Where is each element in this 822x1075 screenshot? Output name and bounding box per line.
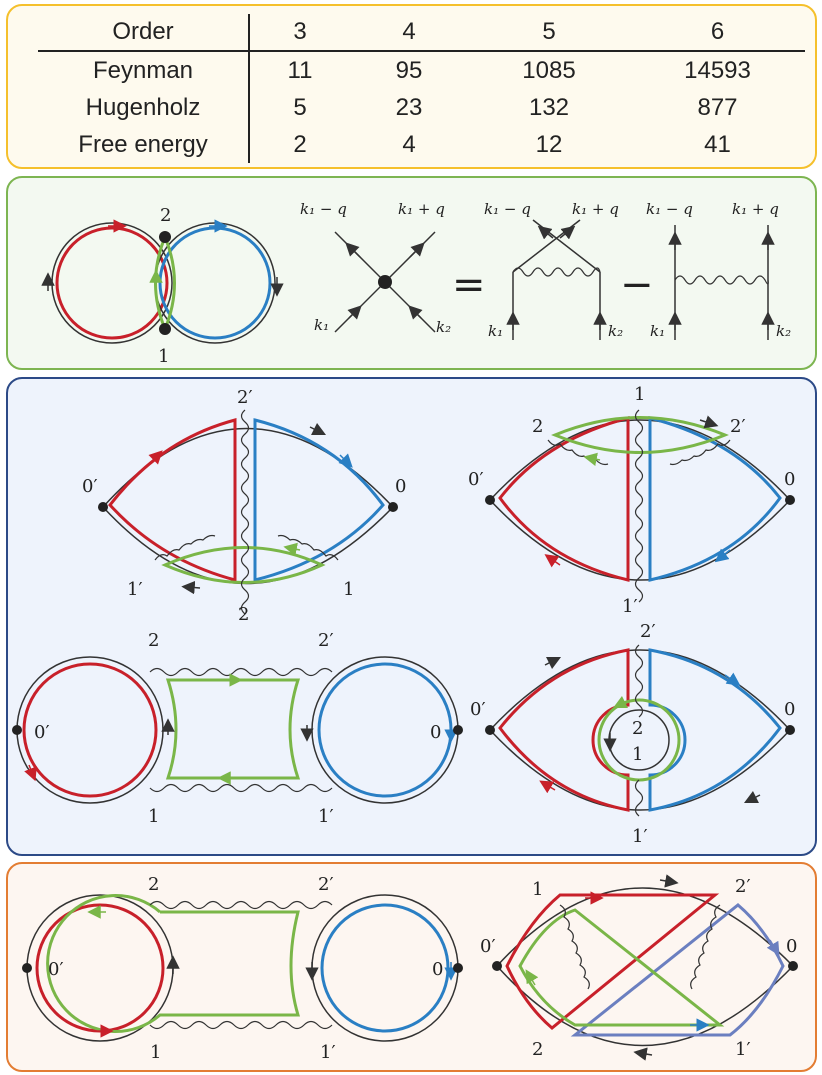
vertex-label: 2′ — [318, 874, 334, 895]
minus-sign: − — [620, 262, 654, 308]
header-order-3: 3 — [249, 14, 350, 52]
vertex-label: 1 — [632, 744, 643, 765]
vertex-label: 1′ — [320, 1042, 336, 1063]
vertex-label: 2′ — [730, 416, 746, 437]
header-order-5: 5 — [468, 14, 630, 52]
vertex-label: 2 — [532, 1039, 543, 1060]
table-cell: 11 — [287, 56, 313, 84]
vertex-label: 0′ — [480, 936, 496, 957]
vertex-label: 1 — [158, 346, 169, 367]
vertex-label: 2 — [148, 874, 159, 895]
vertex-label: 1′ — [318, 806, 334, 827]
table-cell: 14593 — [684, 56, 751, 84]
vertex-panel — [6, 176, 817, 370]
vertex-label: 1 — [343, 579, 354, 600]
momentum-label: k₁ + q — [398, 200, 445, 218]
crossed-exchange-diagram: k₁ − q k₁ + q k₁ k₂ — [646, 200, 791, 340]
table-cell: 2 — [293, 130, 307, 158]
vertex-label: 2 — [148, 630, 159, 651]
momentum-label: k₁ − q — [300, 200, 347, 218]
vertex-label: 0 — [430, 722, 441, 743]
vertex-label: 0′ — [34, 722, 50, 743]
momentum-label: k₁ — [314, 316, 329, 334]
vertex-label: 1 — [634, 384, 645, 405]
table-cell: 4 — [402, 130, 416, 158]
vertex-label: 1 — [150, 1042, 161, 1063]
four-point-vertex: k₁ − q k₁ + q k₁ k₂ — [300, 200, 451, 336]
diagram-1: 2′ 0′ 0 1′ 1 2 — [82, 387, 406, 625]
header-order-4: 4 — [350, 14, 468, 52]
header-order: Order — [38, 14, 250, 52]
vertex-label: 0 — [784, 469, 795, 490]
momentum-label: k₂ — [776, 322, 791, 340]
table-row: Free energy 2 4 12 41 — [38, 126, 805, 163]
vertex-label: 1 — [532, 879, 543, 900]
table-cell: 1085 — [522, 56, 576, 84]
momentum-label: k₁ — [650, 322, 665, 340]
vertex-label: 0 — [395, 476, 406, 497]
third-order-diagrams-panel — [6, 862, 817, 1072]
diagram-5: 2 2′ 0′ 0 1 1′ — [22, 874, 463, 1063]
momentum-label: k₂ — [436, 318, 451, 336]
table-cell: 41 — [704, 130, 731, 158]
table-cell: 23 — [395, 93, 423, 121]
diagram-count-table: Order 3 4 5 6 Feynman 11 95 1085 14593 H… — [38, 14, 805, 163]
vertex-label: 2′ — [237, 387, 253, 408]
table-cell: 132 — [528, 93, 570, 121]
vertex-label: 0 — [786, 936, 797, 957]
momentum-label: k₁ − q — [646, 200, 693, 218]
vertex-label: 2 — [238, 604, 249, 625]
vertex-label: 0 — [784, 699, 795, 720]
table-cell: 12 — [535, 130, 563, 158]
vertex-label: 0′ — [82, 476, 98, 497]
vertex-label: 2 — [532, 416, 543, 437]
diagram-count-panel: Order 3 4 5 6 Feynman 11 95 1085 14593 H… — [6, 4, 817, 169]
vertex-label: 2 — [160, 205, 171, 226]
vertex-label: 1′ — [632, 826, 648, 847]
momentum-label: k₁ — [488, 322, 503, 340]
table-row: Feynman 11 95 1085 14593 — [38, 51, 805, 89]
equals-sign: = — [452, 262, 486, 308]
second-order-diagrams-panel — [6, 377, 817, 856]
direct-exchange-diagram: k₁ − q k₁ + q k₁ k₂ — [484, 200, 623, 340]
two-circle-diagram: 2 1 — [41, 205, 284, 367]
vertex-label: 2 — [632, 718, 643, 739]
momentum-label: k₁ + q — [572, 200, 619, 218]
diagram-6: 1 2′ 0′ 0 2 1′ — [480, 874, 798, 1061]
vertex-label: 0′ — [470, 699, 486, 720]
diagram-4: 2′ 0′ 0 2 1 1′ — [470, 621, 795, 847]
diagram-2: 1 2 2′ 0′ 0 1′ — [468, 384, 795, 617]
table-header-row: Order 3 4 5 6 — [38, 14, 805, 52]
vertex-label: 1′ — [127, 579, 143, 600]
table-row: Hugenholz 5 23 132 877 — [38, 89, 805, 126]
table-cell: 5 — [293, 93, 307, 121]
vertex-label: 2′ — [640, 621, 656, 642]
momentum-label: k₁ − q — [484, 200, 531, 218]
table-cell: 95 — [395, 56, 423, 84]
momentum-label: k₁ + q — [732, 200, 779, 218]
vertex-label: 1′ — [735, 1039, 751, 1060]
vertex-label: 1′ — [622, 596, 638, 617]
diagram-3: 2 2′ 0′ 0 1 1′ — [12, 630, 463, 827]
row-label: Feynman — [38, 51, 250, 89]
vertex-label: 0′ — [468, 469, 484, 490]
momentum-label: k₂ — [608, 322, 623, 340]
vertex-label: 1 — [148, 806, 159, 827]
header-order-6: 6 — [630, 14, 805, 52]
row-label: Free energy — [38, 126, 250, 163]
vertex-label: 0 — [432, 959, 443, 980]
vertex-label: 0′ — [48, 959, 64, 980]
row-label: Hugenholz — [38, 89, 250, 126]
vertex-label: 2′ — [735, 876, 751, 897]
vertex-label: 2′ — [318, 630, 334, 651]
table-cell: 877 — [697, 93, 738, 121]
